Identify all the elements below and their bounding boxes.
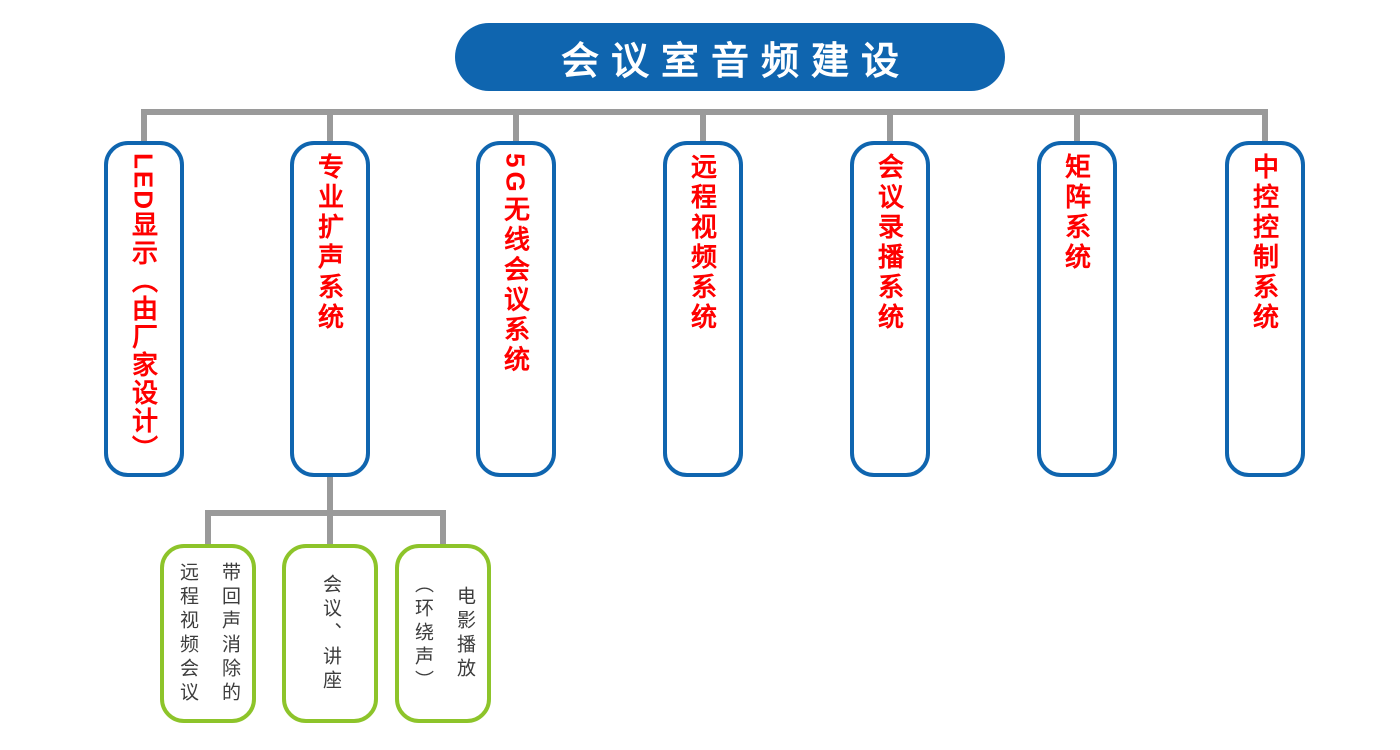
connector-stub-6: [1074, 109, 1080, 145]
branch-label: 远程视频系统: [687, 153, 718, 333]
sub-node-echo-cancel-video-conference: 带回声消除的 远程视频会议: [160, 544, 256, 723]
connector-stub-2: [327, 109, 333, 145]
branch-node-matrix-system: 矩阵系统: [1037, 141, 1117, 477]
branch-label: LED显示（由厂家设计）: [128, 153, 159, 463]
branch-label: 会议录播系统: [874, 153, 905, 333]
branch-node-remote-video: 远程视频系统: [663, 141, 743, 477]
connector-stub-1: [141, 109, 147, 145]
root-node-label: 会议室音频建设: [560, 40, 911, 83]
branch-label: 中控控制系统: [1249, 153, 1280, 333]
branch-label: 矩阵系统: [1061, 153, 1092, 273]
branch-label: 5G无线会议系统: [500, 153, 531, 376]
branch-node-conference-recording: 会议录播系统: [850, 141, 930, 477]
connector-stub-3: [513, 109, 519, 145]
sub-node-label: 带回声消除的 远程视频会议: [177, 561, 240, 706]
branch-node-5g-wireless-conference: 5G无线会议系统: [476, 141, 556, 477]
branch-label: 专业扩声系统: [314, 153, 345, 333]
root-node: 会议室音频建设: [455, 23, 1005, 91]
connector-stub-7: [1262, 109, 1268, 145]
connector-sub-drop-right: [440, 510, 446, 546]
sub-node-meeting-lecture: 会议、讲座: [282, 544, 378, 723]
connector-stub-4: [700, 109, 706, 145]
sub-node-label: 会议、讲座: [320, 573, 341, 694]
sub-node-movie-surround-sound: 电影播放 （环绕声）: [395, 544, 491, 723]
connector-sub-drop-left: [205, 510, 211, 546]
sub-node-label: 电影播放 （环绕声）: [412, 573, 475, 694]
connector-stub-5: [887, 109, 893, 145]
connector-sub-horizontal: [205, 510, 446, 516]
branch-node-pro-sound-system: 专业扩声系统: [290, 141, 370, 477]
branch-node-led-display: LED显示（由厂家设计）: [104, 141, 184, 477]
branch-node-central-control: 中控控制系统: [1225, 141, 1305, 477]
